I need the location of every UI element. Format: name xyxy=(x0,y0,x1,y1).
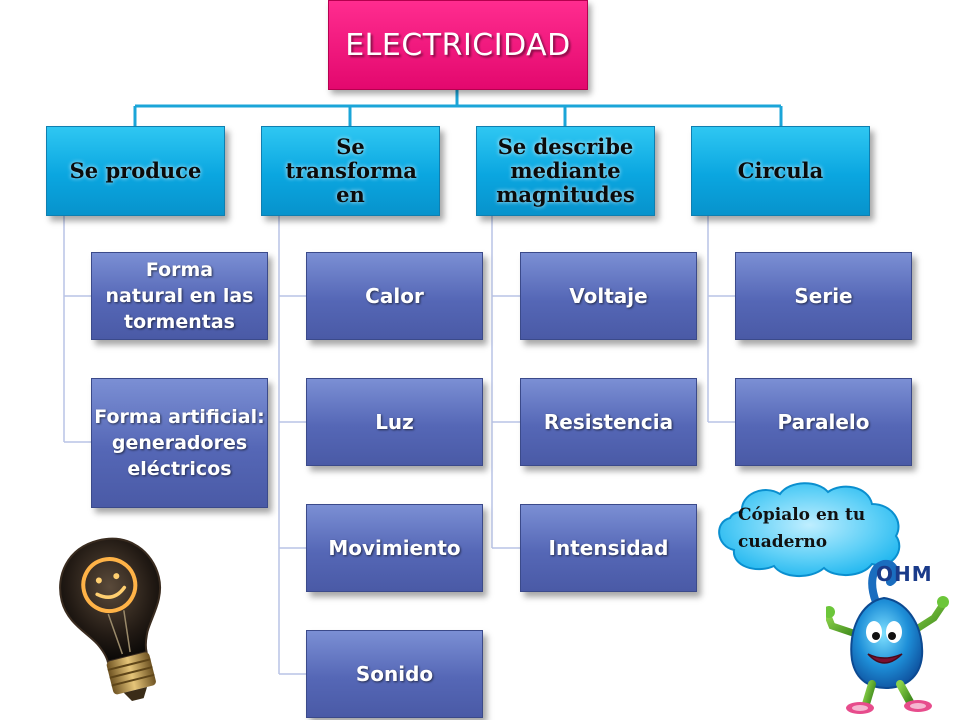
leaf-sonido: Sonido xyxy=(306,630,483,718)
leaf-label: Serie xyxy=(794,284,853,308)
leaf-label: Intensidad xyxy=(548,536,669,560)
leaf-calor: Calor xyxy=(306,252,483,340)
category-label: Se transforma en xyxy=(285,134,417,207)
leaf-label: Resistencia xyxy=(543,410,674,434)
leaf-label: Forma natural en las tormentas xyxy=(105,259,254,333)
category-label: Se describe mediante magnitudes xyxy=(496,134,635,207)
ohm-mascot-icon xyxy=(826,559,949,714)
leaf-label: Forma artificial: generadores eléctricos xyxy=(94,406,265,480)
mascot-label: OHM xyxy=(876,562,933,586)
leaf-luz: Luz xyxy=(306,378,483,466)
leaf-paralelo: Paralelo xyxy=(735,378,912,466)
category-label: Se produce xyxy=(69,158,202,183)
category-se-transforma: Se transforma en xyxy=(261,126,440,216)
category-se-describe: Se describe mediante magnitudes xyxy=(476,126,655,216)
leaf-forma-artificial: Forma artificial: generadores eléctricos xyxy=(91,378,268,508)
leaf-serie: Serie xyxy=(735,252,912,340)
category-label: Circula xyxy=(737,158,824,183)
leaf-label: Voltaje xyxy=(569,284,648,308)
leaf-label: Sonido xyxy=(355,662,434,686)
leaf-intensidad: Intensidad xyxy=(520,504,697,592)
root-node: ELECTRICIDAD xyxy=(328,0,588,90)
root-label: ELECTRICIDAD xyxy=(345,27,571,63)
leaf-label: Movimiento xyxy=(328,536,461,560)
lightbulb-icon xyxy=(59,537,161,702)
leaf-label: Paralelo xyxy=(777,410,870,434)
leaf-label: Calor xyxy=(365,284,424,308)
leaf-voltaje: Voltaje xyxy=(520,252,697,340)
note-text: Cópialo en tu cuaderno xyxy=(738,505,866,552)
leaf-resistencia: Resistencia xyxy=(520,378,697,466)
category-se-produce: Se produce xyxy=(46,126,225,216)
cloud-icon xyxy=(718,482,901,577)
leaf-movimiento: Movimiento xyxy=(306,504,483,592)
leaf-label: Luz xyxy=(375,410,414,434)
leaf-forma-natural: Forma natural en las tormentas xyxy=(91,252,268,340)
category-circula: Circula xyxy=(691,126,870,216)
